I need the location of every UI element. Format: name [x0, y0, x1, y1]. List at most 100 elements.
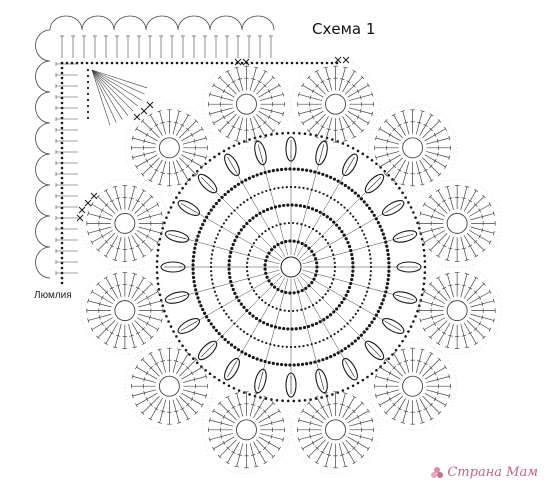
chain-dot — [249, 249, 252, 252]
chain-dot — [225, 218, 228, 222]
chain-dot — [197, 300, 201, 304]
chain-dot — [362, 298, 366, 301]
chain-dot — [306, 324, 311, 329]
chain-dot — [236, 348, 241, 352]
chain-dot — [351, 261, 355, 265]
chain-dot — [237, 142, 241, 145]
puff-center-line — [367, 176, 382, 191]
chain-dot — [313, 170, 317, 174]
chain-dot — [169, 206, 173, 209]
chain-dot — [251, 216, 255, 220]
chain-dot — [205, 315, 209, 319]
chain-dot — [275, 61, 279, 65]
chain-dot — [284, 290, 288, 295]
chain-dot — [315, 230, 318, 233]
chain-dot — [288, 239, 292, 243]
x-stitch — [133, 113, 141, 121]
chain-dot — [208, 372, 212, 376]
chain-dot — [304, 307, 307, 310]
puff-center-line — [257, 372, 264, 390]
chain-dot — [245, 308, 249, 313]
chain-dot — [269, 343, 272, 346]
chain-dot — [192, 250, 196, 254]
top-scallop-border — [49, 15, 275, 31]
chain-dot — [86, 104, 90, 108]
chain-dot — [280, 61, 284, 65]
chain-dot — [367, 324, 372, 328]
chain-dot — [165, 61, 169, 65]
chain-dot — [350, 252, 354, 257]
chain-dot — [209, 265, 213, 269]
chain-dot — [280, 241, 284, 245]
chain-dot — [322, 192, 325, 196]
chain-dot — [269, 282, 274, 286]
chain-dot — [332, 353, 337, 357]
chain-dot — [318, 232, 321, 235]
chain-dot — [235, 235, 239, 239]
chain-dot — [157, 243, 161, 246]
chain-dot — [368, 253, 372, 256]
chain-dot — [370, 210, 374, 214]
chain-dot — [417, 304, 421, 308]
chain-dot — [210, 278, 214, 281]
chain-dot — [333, 274, 336, 277]
chain-dot — [180, 61, 184, 65]
chain-dot — [259, 396, 262, 399]
chain-dot — [362, 200, 366, 204]
chain-dot — [318, 340, 321, 343]
chain-dot — [215, 294, 218, 297]
chain-dot — [60, 91, 64, 95]
chain-dot — [60, 111, 64, 115]
chain-dot — [283, 309, 286, 312]
chain-dot — [370, 320, 374, 324]
chain-dot — [271, 225, 274, 229]
chain-dot — [296, 309, 299, 312]
chain-dot — [353, 191, 357, 195]
chain-dot — [281, 186, 284, 189]
chain-dot — [265, 322, 270, 326]
chain-dot — [216, 298, 220, 301]
chain-dot — [195, 238, 199, 242]
chain-dot — [344, 237, 348, 241]
chain-dot — [314, 189, 317, 193]
flower-motif — [125, 103, 214, 193]
chain-dot — [212, 325, 216, 329]
chain-dot — [192, 173, 195, 177]
chain-dot — [361, 152, 365, 156]
chain-dot — [210, 261, 213, 264]
chain-dot — [292, 363, 296, 367]
chain-dot — [217, 378, 221, 382]
chain-dot — [375, 368, 378, 372]
puff-stitch — [224, 357, 240, 381]
chain-dot — [60, 81, 64, 85]
flower-motif — [368, 103, 457, 193]
chain-dot — [263, 170, 267, 175]
chain-dot — [276, 242, 280, 247]
chain-dot — [259, 172, 263, 176]
chain-dot — [368, 278, 372, 281]
chain-dot — [365, 241, 369, 244]
chain-dot — [265, 208, 270, 212]
x-stitch — [234, 58, 242, 66]
chain-dot — [364, 237, 367, 240]
chain-dot — [296, 290, 300, 294]
chain-dot — [346, 289, 350, 294]
chain-dot — [287, 309, 291, 313]
puff-stitch — [285, 136, 297, 162]
chain-dot — [386, 252, 390, 257]
flower-motif — [202, 385, 291, 475]
chain-dot — [60, 131, 64, 135]
chain-dot — [351, 384, 355, 388]
chain-dot — [244, 352, 248, 356]
chain-dot — [376, 221, 380, 225]
chain-dot — [248, 138, 251, 141]
chain-dot — [315, 301, 318, 304]
chain-dot — [369, 265, 373, 269]
chain-dot — [354, 312, 357, 316]
chain-dot — [248, 219, 252, 223]
chain-dot — [304, 244, 308, 248]
chain-dot — [160, 61, 164, 65]
chain-dot — [272, 285, 277, 289]
chain-dot — [275, 398, 279, 402]
chain-dot — [309, 398, 312, 401]
